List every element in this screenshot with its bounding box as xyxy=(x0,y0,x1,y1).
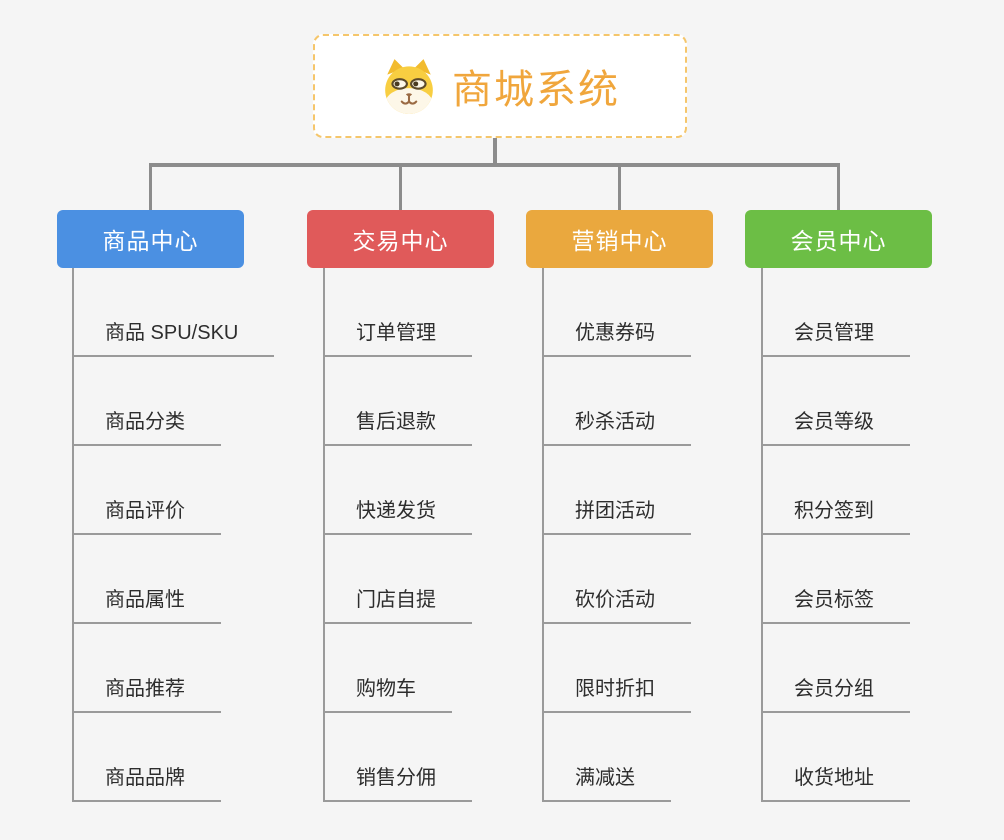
leaf-node[interactable]: 订单管理 xyxy=(323,319,472,357)
leaf-node[interactable]: 秒杀活动 xyxy=(542,408,691,446)
leaf-node[interactable]: 会员分组 xyxy=(761,675,910,713)
branch-trunk-line xyxy=(72,268,74,802)
connector-drop xyxy=(399,165,402,210)
connector-drop xyxy=(618,165,621,210)
branch-trunk-line xyxy=(542,268,544,802)
root-node[interactable]: 商城系统 xyxy=(313,34,687,138)
branch-header-marketing[interactable]: 营销中心 xyxy=(526,210,713,268)
leaf-node[interactable]: 销售分佣 xyxy=(323,764,472,802)
leaf-node[interactable]: 会员管理 xyxy=(761,319,910,357)
leaf-node[interactable]: 商品推荐 xyxy=(72,675,221,713)
leaf-node[interactable]: 满减送 xyxy=(542,764,671,802)
branch-trunk-line xyxy=(761,268,763,802)
branch-trunk-line xyxy=(323,268,325,802)
leaf-node[interactable]: 门店自提 xyxy=(323,586,472,624)
connector-bus xyxy=(149,163,840,167)
branch-header-trade[interactable]: 交易中心 xyxy=(307,210,494,268)
leaf-node[interactable]: 商品评价 xyxy=(72,497,221,535)
connector-root-stem xyxy=(493,138,497,167)
connector-drop xyxy=(837,165,840,210)
connector-drop xyxy=(149,165,152,210)
root-title: 商城系统 xyxy=(452,68,620,112)
leaf-node[interactable]: 积分签到 xyxy=(761,497,910,535)
leaf-node[interactable]: 快递发货 xyxy=(323,497,472,535)
leaf-node[interactable]: 购物车 xyxy=(323,675,452,713)
leaf-node[interactable]: 收货地址 xyxy=(761,764,910,802)
leaf-node[interactable]: 商品品牌 xyxy=(72,764,221,802)
leaf-node[interactable]: 限时折扣 xyxy=(542,675,691,713)
branch-header-member[interactable]: 会员中心 xyxy=(745,210,932,268)
leaf-node[interactable]: 砍价活动 xyxy=(542,586,691,624)
leaf-node[interactable]: 商品属性 xyxy=(72,586,221,624)
branch-header-product[interactable]: 商品中心 xyxy=(57,210,244,268)
leaf-node[interactable]: 售后退款 xyxy=(323,408,472,446)
leaf-node[interactable]: 优惠券码 xyxy=(542,319,691,357)
leaf-node[interactable]: 会员等级 xyxy=(761,408,910,446)
shiba-dog-icon xyxy=(385,59,433,114)
leaf-node[interactable]: 会员标签 xyxy=(761,586,910,624)
leaf-node[interactable]: 商品 SPU/SKU xyxy=(72,319,275,357)
leaf-node[interactable]: 拼团活动 xyxy=(542,497,691,535)
leaf-node[interactable]: 商品分类 xyxy=(72,408,221,446)
